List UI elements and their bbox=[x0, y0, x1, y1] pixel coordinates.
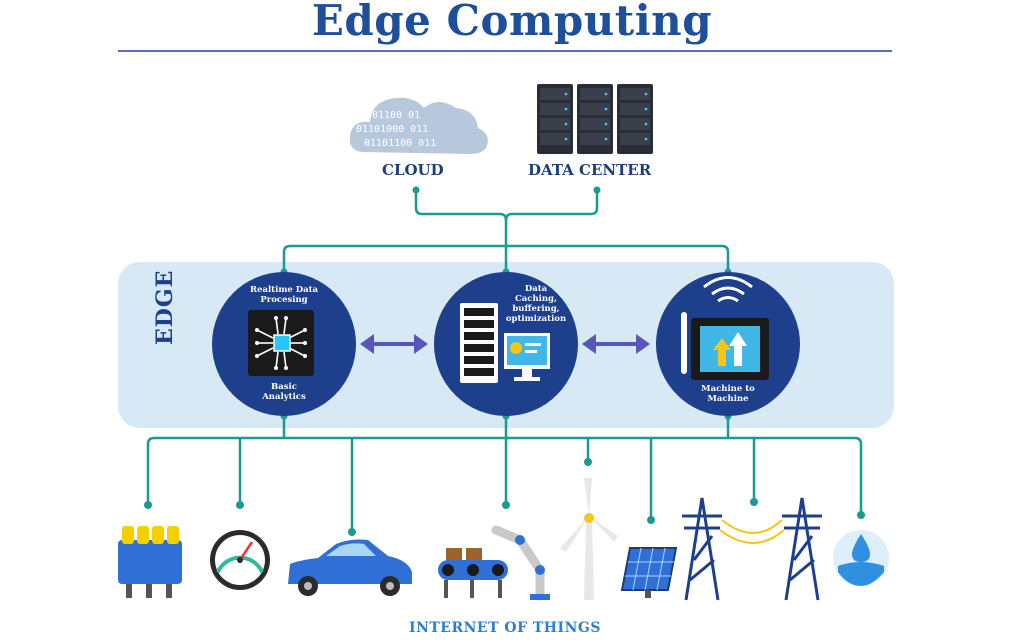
connector-lines bbox=[146, 190, 863, 532]
robot-arm-conveyor-icon bbox=[438, 525, 550, 601]
edge-label: EDGE bbox=[152, 269, 178, 345]
power-towers-icon bbox=[682, 497, 822, 601]
microchip-icon bbox=[248, 310, 314, 376]
cloud-binary-1: 01100 01 bbox=[372, 110, 420, 121]
machine-to-machine-text: Machine to Machine bbox=[701, 384, 755, 404]
cloud-binary-2: 01101000 011 bbox=[356, 124, 428, 135]
server-monitor-icon bbox=[460, 303, 550, 383]
edge-arrows bbox=[360, 334, 650, 354]
realtime-processing-text: Realtime Data Procesing bbox=[249, 285, 319, 305]
speedometer-icon bbox=[210, 530, 270, 590]
wind-turbine-icon bbox=[560, 478, 618, 600]
cloud-icon: 01100 01 01101000 011 01101100 011 bbox=[349, 97, 488, 154]
basic-analytics-text: Basic Analytics bbox=[262, 382, 306, 402]
data-center-icon bbox=[537, 84, 653, 154]
car-icon bbox=[288, 539, 412, 596]
data-caching-text: Data Caching, buffering, optimization bbox=[505, 284, 567, 324]
title-underline bbox=[118, 50, 892, 52]
water-drop-icon bbox=[833, 530, 889, 586]
data-center-label: DATA CENTER bbox=[528, 161, 652, 179]
cloud-label: CLOUD bbox=[382, 161, 444, 179]
page-title: Edge Computing bbox=[311, 0, 713, 45]
engine-icon bbox=[118, 526, 182, 598]
m2m-tablet-icon bbox=[681, 276, 769, 380]
cloud-binary-3: 01101100 011 bbox=[364, 138, 436, 149]
solar-panel-icon bbox=[620, 547, 678, 598]
iot-label: INTERNET OF THINGS bbox=[409, 620, 601, 636]
